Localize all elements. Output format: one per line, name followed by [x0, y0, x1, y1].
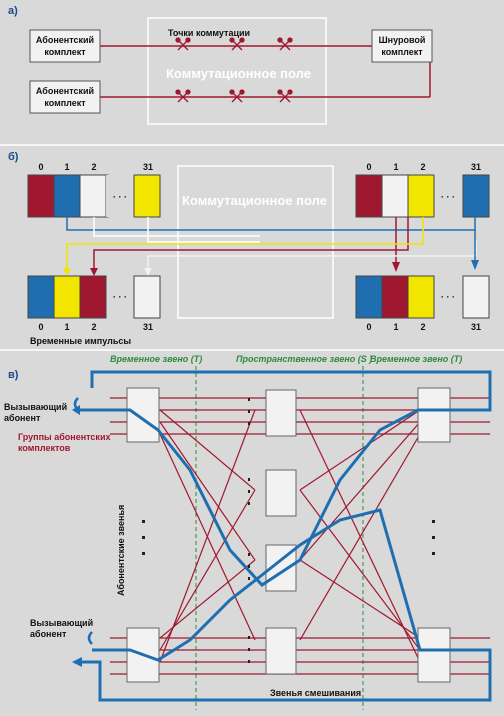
- time-pulses-label: Временные импульсы: [30, 336, 131, 346]
- arrow-head: [144, 268, 152, 276]
- cord-set-box: [371, 29, 433, 63]
- ellipsis: · · ·: [113, 292, 127, 302]
- ellipsis-gap: [106, 175, 134, 217]
- subscriber-set-box-1: [29, 29, 101, 63]
- switch-points-label: Точки коммутации: [168, 28, 250, 38]
- switch-point-icon: [277, 89, 293, 103]
- calling-subscriber-icon: [73, 397, 79, 411]
- slot-0: [355, 174, 383, 218]
- slot-0: [27, 174, 55, 218]
- groups-label-line2: комплектов: [18, 443, 71, 453]
- arrow-head: [63, 268, 71, 276]
- route-red: [93, 217, 409, 272]
- arrow-head: [72, 657, 82, 667]
- calling-subscriber-bottom-line2: абонент: [30, 629, 67, 639]
- call-path: [78, 370, 492, 702]
- slot-label: 31: [143, 322, 153, 332]
- route-blue: [66, 217, 476, 231]
- slot-0: [355, 275, 383, 319]
- slot-label: 0: [366, 322, 371, 332]
- slot-label: 1: [64, 162, 69, 172]
- arrow-head: [392, 262, 400, 272]
- section-label-c: в): [8, 369, 19, 381]
- slot-label: 2: [420, 322, 425, 332]
- slot-31: [462, 174, 490, 218]
- route-white: [147, 240, 477, 272]
- slot-2: [407, 174, 435, 218]
- groups-label-line1: Группы абонентских: [18, 432, 110, 442]
- field-title-b: Коммутационное поле: [182, 193, 327, 208]
- slot-31: [133, 174, 161, 218]
- slot-label: 0: [366, 162, 371, 172]
- slot-1: [53, 275, 81, 319]
- slot-label: 0: [38, 162, 43, 172]
- slot-label: 2: [91, 162, 96, 172]
- calling-subscriber-bottom-line1: Вызывающий: [30, 618, 93, 628]
- subscriber-set-2-line2: комплект: [44, 98, 86, 108]
- space-stage-label: Пространственное звено (S ): [236, 354, 372, 364]
- switch-point-icon: [229, 37, 245, 51]
- time-stage-right-label: Временное звено (T): [370, 354, 462, 364]
- slot-0: [27, 275, 55, 319]
- subscriber-set-1-line2: комплект: [44, 47, 86, 57]
- ellipsis: · · ·: [441, 292, 455, 302]
- route-white: [93, 217, 260, 237]
- slot-label: 1: [393, 162, 398, 172]
- slot-1: [381, 174, 409, 218]
- calling-subscriber-top-line2: абонент: [4, 413, 41, 423]
- switch-point-icon: [175, 37, 191, 51]
- slot-label: 1: [393, 322, 398, 332]
- subscriber-set-1-line1: Абонентский: [36, 35, 94, 45]
- slot-31: [462, 275, 490, 319]
- subscriber-set-2-line1: Абонентский: [36, 86, 94, 96]
- slot-label: 0: [38, 322, 43, 332]
- route-yellow: [66, 217, 424, 272]
- subscriber-set-box-2: [29, 80, 101, 114]
- calling-subscriber-icon: [87, 631, 93, 645]
- slot-2: [79, 275, 107, 319]
- slot-2: [407, 275, 435, 319]
- mixing-stages-label: Звенья смешивания: [270, 688, 361, 698]
- switching-field-frame: [147, 17, 327, 125]
- ellipsis: · · ·: [441, 192, 455, 202]
- slot-label: 2: [91, 322, 96, 332]
- calling-subscriber-top-line1: Вызывающий: [4, 402, 67, 412]
- switch-point-icon: [277, 37, 293, 51]
- switch-point-icon: [175, 89, 191, 103]
- slot-31: [133, 275, 161, 319]
- slot-2: [79, 174, 107, 218]
- route-white: [147, 217, 260, 243]
- slot-label: 31: [471, 322, 481, 332]
- arrow-head: [72, 405, 80, 415]
- field-title-a: Коммутационное поле: [166, 66, 311, 81]
- slot-1: [381, 275, 409, 319]
- slot-label: 1: [64, 322, 69, 332]
- ellipsis-dots: [142, 398, 435, 663]
- slot-label: 31: [143, 162, 153, 172]
- slot-label: 2: [420, 162, 425, 172]
- subscriber-stages-label: Абонентские звенья: [116, 505, 126, 596]
- switch-blocks: [126, 387, 451, 683]
- section-label-a: а): [8, 5, 18, 17]
- cord-set-line1: Шнуровой: [379, 35, 426, 45]
- time-stage-left-label: Временное звено (T): [110, 354, 202, 364]
- arrow-head: [90, 268, 98, 276]
- cord-set-line2: комплект: [381, 47, 423, 57]
- ellipsis: · · ·: [113, 192, 127, 202]
- section-label-b: б): [8, 151, 19, 163]
- slot-1: [53, 174, 81, 218]
- switch-point-icon: [229, 89, 245, 103]
- arrow-head: [471, 260, 479, 270]
- slot-label: 31: [471, 162, 481, 172]
